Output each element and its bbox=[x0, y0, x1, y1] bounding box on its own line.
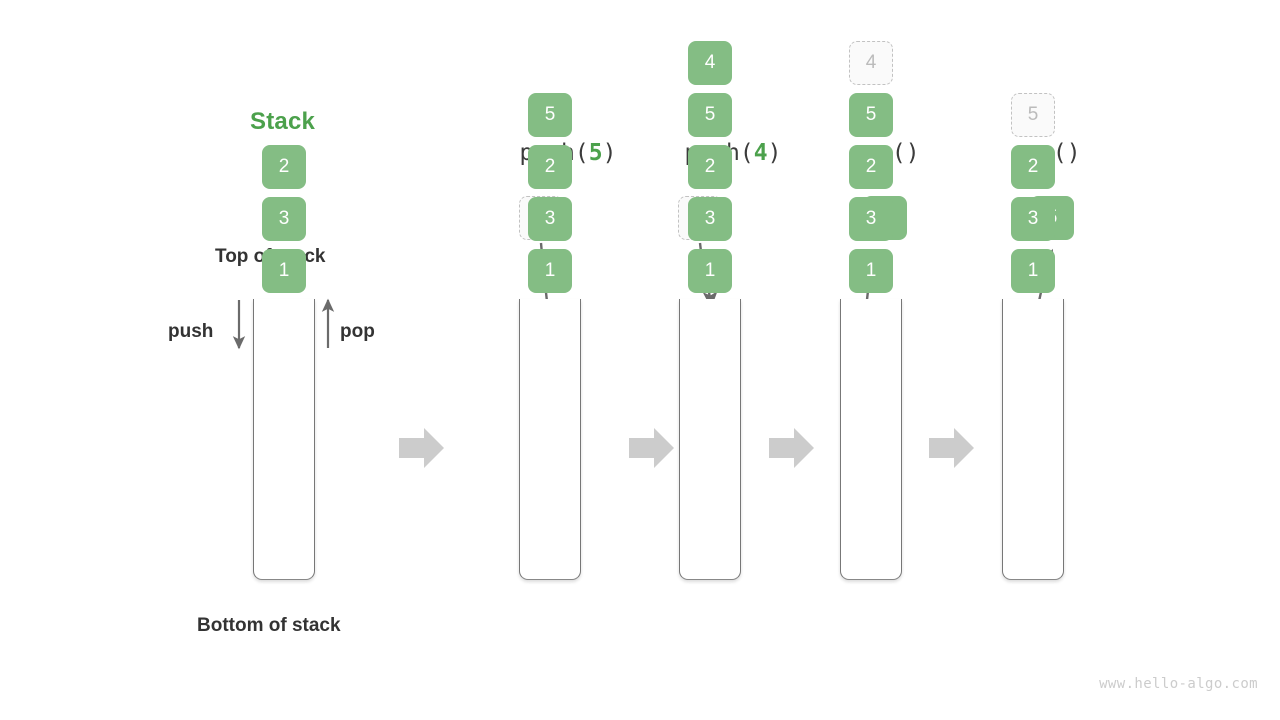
stack-container bbox=[1002, 299, 1064, 580]
stack-cell: 3 bbox=[528, 197, 572, 241]
op-open: ( bbox=[1052, 140, 1067, 166]
stack-container bbox=[840, 299, 902, 580]
op-close: ) bbox=[905, 140, 920, 166]
stack-cell: 1 bbox=[262, 249, 306, 293]
stack-cell: 1 bbox=[849, 249, 893, 293]
stack-cell: 2 bbox=[262, 145, 306, 189]
flow-arrow bbox=[929, 428, 974, 468]
stack-cell: 2 bbox=[688, 145, 732, 189]
stack-container bbox=[679, 299, 741, 580]
stack-cells: 1 3 2 5 bbox=[519, 93, 581, 293]
stack-cell: 1 bbox=[688, 249, 732, 293]
op-arg: 4 bbox=[753, 140, 768, 166]
stack-cell: 3 bbox=[262, 197, 306, 241]
stack-cell: 5 bbox=[849, 93, 893, 137]
op-arg: 5 bbox=[588, 140, 603, 166]
stack-cell: 4 bbox=[688, 41, 732, 85]
pop-label: pop bbox=[340, 321, 375, 342]
op-close: ) bbox=[1066, 140, 1081, 166]
watermark: www.hello-algo.com bbox=[1099, 676, 1258, 692]
push-label: push bbox=[168, 321, 214, 342]
stack-cell: 2 bbox=[528, 145, 572, 189]
stack-cell-ghost: 5 bbox=[1011, 93, 1055, 137]
stack-cell: 3 bbox=[849, 197, 893, 241]
bottom-of-stack-label: Bottom of stack bbox=[197, 615, 341, 636]
stack-cells: 1 3 2 5 4 bbox=[840, 41, 902, 293]
stack-cell: 3 bbox=[1011, 197, 1055, 241]
stack-cell: 2 bbox=[849, 145, 893, 189]
flow-arrow bbox=[399, 428, 444, 468]
stack-cells: 1 3 2 5 bbox=[1002, 93, 1064, 293]
stack-cell-ghost: 4 bbox=[849, 41, 893, 85]
op-close: ) bbox=[602, 140, 617, 166]
op-open: ( bbox=[574, 140, 589, 166]
stack-container bbox=[253, 299, 315, 580]
flow-arrow bbox=[629, 428, 674, 468]
stack-cell: 5 bbox=[688, 93, 732, 137]
op-open: ( bbox=[739, 140, 754, 166]
stack-container bbox=[519, 299, 581, 580]
stack-cells: 1 3 2 bbox=[253, 145, 315, 293]
stack-cell: 1 bbox=[528, 249, 572, 293]
op-close: ) bbox=[767, 140, 782, 166]
op-open: ( bbox=[891, 140, 906, 166]
stack-cells: 1 3 2 5 4 bbox=[679, 41, 741, 293]
stack-cell: 2 bbox=[1011, 145, 1055, 189]
stack-cell: 1 bbox=[1011, 249, 1055, 293]
flow-arrow bbox=[769, 428, 814, 468]
stack-cell: 3 bbox=[688, 197, 732, 241]
stack-cell: 5 bbox=[528, 93, 572, 137]
page-title: Stack bbox=[250, 108, 316, 135]
